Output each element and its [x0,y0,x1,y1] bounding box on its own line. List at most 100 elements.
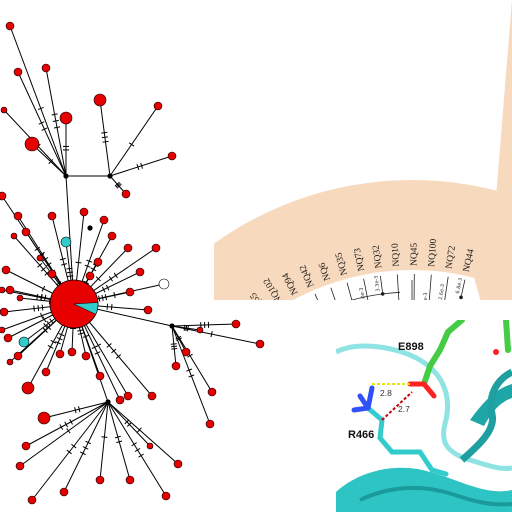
mutation-tick [101,136,108,139]
central-haplotype-minor-slice [73,302,99,315]
haplotype-node [171,361,181,371]
mutation-tick [171,348,178,350]
branch-length-labels: 2.7e-31.3e-34.5e-45.1e-33.8e-41.2e-36.0e… [359,275,465,300]
mutation-tick [113,291,116,299]
leaf-branch [460,279,466,298]
protein-ribbon-bottom-shade [359,485,512,507]
mutation-tick [69,418,73,425]
network-edge [9,25,67,177]
haplotype-node [0,106,8,114]
mutation-tick [126,422,132,427]
residue-label-r466: R466 [348,429,374,441]
network-edge [19,401,109,467]
haplotype-node [147,391,157,401]
haplotype-node [0,286,6,294]
leaf-label: NQ10 [391,243,402,267]
mutation-tick [61,263,68,266]
mutation-tick [48,159,54,165]
haplotype-node [27,495,37,505]
haplotype-node [13,67,23,77]
mutation-tick [51,113,58,116]
mutation-tick [82,334,89,338]
haplotype-node [205,419,215,429]
mutation-tick [67,275,74,277]
haplotype-node [37,411,51,425]
haplotype-node [161,491,171,501]
leaf-branch [444,276,449,300]
mutation-tick [187,325,189,332]
oxygen-atom-right [493,349,499,355]
haplotype-node-minor [60,236,72,248]
mutation-tick [115,354,122,359]
network-edge [107,401,151,447]
mutation-tick [116,183,122,189]
haplotype-node [21,441,31,451]
mutation-tick [41,285,46,292]
mutation-tick [53,126,61,129]
leaf-label: NQ100 [427,238,439,267]
leaf-label: NQ72 [445,245,458,270]
leaf-branch [428,274,432,300]
mutation-tick [83,280,90,285]
internal-arc [350,291,400,300]
mutation-tick [42,257,49,262]
mutation-tick [124,419,130,425]
mutation-tick [41,304,44,311]
mutation-tick [131,442,137,447]
mutation-tick [66,271,73,274]
haplotype-node [55,349,65,359]
mutation-tick [101,286,106,293]
haplotype-node [16,294,24,302]
haplotype-node [181,347,191,357]
leaf-branch [363,278,369,300]
mutation-tick [42,316,47,323]
mutation-tick [43,322,48,329]
mutation-tick [137,427,142,433]
leaf-label: NQ45 [410,242,420,266]
phylogenetic-tree-panel: NQ17NQ9NQ8NQ7NQ59NQ58NQ79NQ55NQ102NQ94NQ… [214,0,512,300]
haplotype-node [21,381,35,395]
mutation-tick [90,267,97,272]
network-edge [171,325,211,425]
e898-sidechain [421,320,465,387]
network-edge [171,323,237,327]
haplotype-node [146,442,154,450]
leaf-branch [380,275,384,294]
leaf-label: NQ55 [249,290,271,300]
leaf-branch [330,287,336,300]
mutation-tick [77,329,84,332]
haplotype-node [79,207,89,217]
leaf-branch [396,274,400,300]
haplotype-node-minor [18,336,30,348]
network-edge [171,325,213,393]
haplotype-node [99,215,109,225]
protein-loop-right [459,368,512,463]
mutation-tick [82,446,89,450]
mutation-tick [48,298,51,305]
haplotype-node [151,243,161,253]
haplotype-node [6,358,14,366]
mutation-tick [77,406,81,413]
haplotype-node [59,487,69,497]
haplotype-node [36,254,44,262]
haplotype-node [3,333,13,343]
mutation-tick [171,345,178,348]
mutation-tick [75,261,82,264]
mutation-tick [188,374,195,378]
mutation-tick [95,343,102,348]
mutation-tick [47,344,54,349]
distance-label-1: 2.8 [380,388,392,398]
network-edge [25,401,109,447]
haplotype-node [47,269,57,279]
haplotype-node [1,265,11,275]
haplotype-node [5,285,15,295]
haplotype-node [41,367,51,377]
protein-structure-inset: E898 R466 2.8 2.7 [336,320,512,512]
haplotype-node [125,475,135,485]
mutation-tick [185,324,188,332]
median-vector [63,173,69,179]
mutation-tick [136,163,140,171]
haplotype-node [123,391,133,401]
mutation-tick [115,182,121,188]
